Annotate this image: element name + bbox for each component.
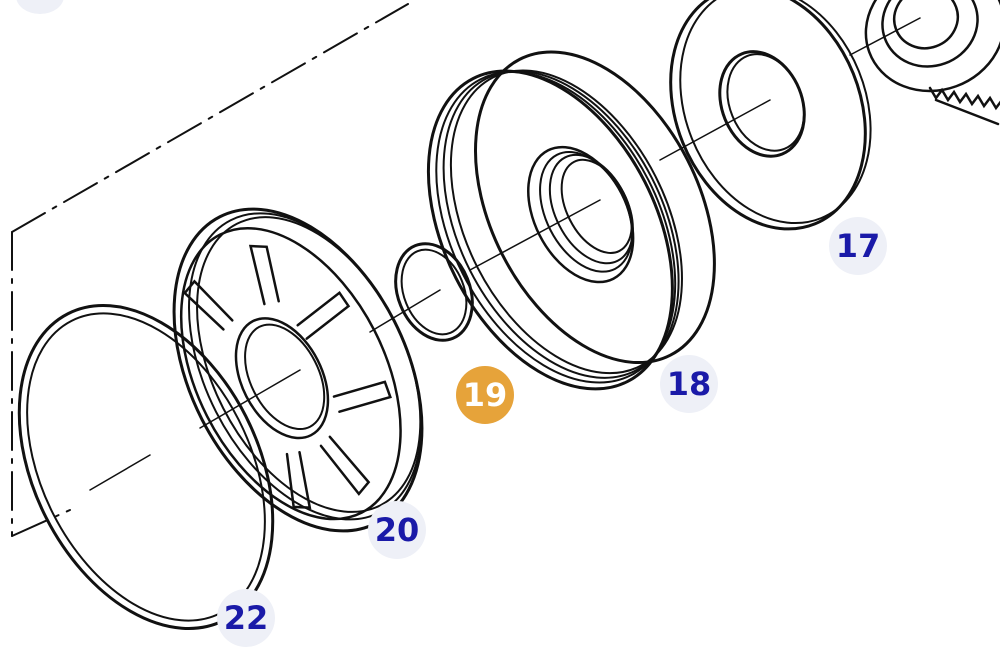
cropped-callout bbox=[16, 0, 64, 14]
callout-20[interactable]: 20 bbox=[368, 501, 426, 559]
callout-22[interactable]: 22 bbox=[217, 589, 275, 647]
assembly-boundary bbox=[11, 3, 409, 537]
part-20-piston-plate bbox=[172, 207, 424, 533]
callout-19-selected[interactable]: 19 bbox=[456, 366, 514, 424]
part-18-drum bbox=[426, 50, 716, 391]
callout-18[interactable]: 18 bbox=[660, 355, 718, 413]
part-19-seal-ring bbox=[394, 242, 474, 342]
center-axis bbox=[89, 17, 921, 491]
part-17-washer bbox=[669, 0, 872, 231]
gear-assembly bbox=[864, 0, 1000, 126]
callout-17[interactable]: 17 bbox=[829, 217, 887, 275]
